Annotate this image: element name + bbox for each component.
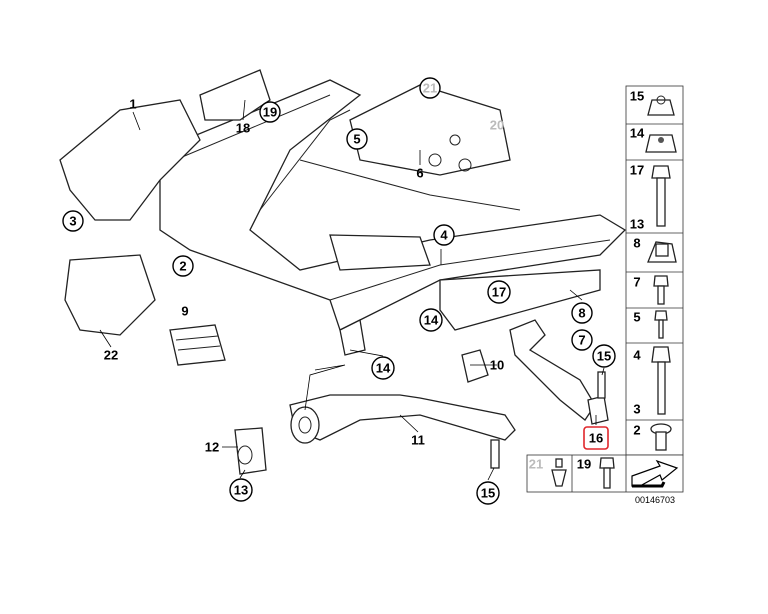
svg-text:9: 9 [181, 304, 188, 319]
svg-text:12: 12 [205, 440, 219, 455]
callout-14[interactable]: 14 [419, 308, 443, 332]
svg-text:4: 4 [633, 348, 641, 363]
callout-2[interactable]: 2 [172, 255, 194, 277]
svg-text:6: 6 [416, 166, 423, 181]
callout-20[interactable]: 20 [490, 118, 504, 133]
callout-1[interactable]: 1 [129, 97, 136, 112]
direction-arrow-icon [631, 459, 679, 488]
svg-text:22: 22 [104, 348, 118, 363]
svg-text:1: 1 [129, 97, 136, 112]
callout-12[interactable]: 12 [205, 440, 219, 455]
callout-16-highlighted[interactable]: 16 [583, 426, 609, 450]
svg-text:14: 14 [630, 126, 645, 141]
callout-21[interactable]: 21 [419, 77, 441, 99]
svg-text:4: 4 [440, 228, 448, 243]
svg-text:7: 7 [633, 275, 640, 290]
sleeve-icon[interactable]: 2 [633, 423, 672, 451]
svg-text:18: 18 [236, 121, 250, 136]
svg-text:20: 20 [490, 118, 504, 133]
callout-6[interactable]: 6 [416, 166, 423, 181]
svg-text:5: 5 [353, 132, 360, 147]
callout-9[interactable]: 9 [181, 304, 188, 319]
svg-text:15: 15 [597, 349, 611, 364]
long-bolt-icon[interactable]: 43 [633, 346, 671, 417]
callout-11[interactable]: 11 [411, 433, 425, 448]
svg-text:14: 14 [376, 361, 391, 376]
callout-13[interactable]: 13 [229, 478, 253, 502]
leader-lines [99, 99, 605, 481]
svg-text:7: 7 [578, 333, 585, 348]
callout-4[interactable]: 4 [433, 224, 455, 246]
callout-7[interactable]: 7 [571, 329, 593, 351]
svg-text:14: 14 [424, 313, 439, 328]
svg-text:3: 3 [69, 214, 76, 229]
svg-text:13: 13 [234, 483, 248, 498]
svg-text:11: 11 [411, 433, 425, 448]
svg-text:19: 19 [263, 105, 277, 120]
svg-text:3: 3 [633, 402, 640, 417]
callout-3[interactable]: 3 [62, 210, 84, 232]
svg-text:2: 2 [179, 259, 186, 274]
svg-text:16: 16 [589, 431, 603, 446]
svg-text:15: 15 [481, 486, 495, 501]
svg-text:19: 19 [577, 457, 591, 472]
svg-text:2: 2 [633, 423, 640, 438]
small-bolt-icon[interactable]: 5 [633, 310, 668, 339]
callout-22[interactable]: 22 [104, 348, 118, 363]
svg-text:21: 21 [529, 457, 543, 472]
callout-18[interactable]: 18 [236, 121, 250, 136]
bolt-icon[interactable]: 7 [633, 275, 669, 305]
svg-text:15: 15 [630, 89, 644, 104]
svg-text:17: 17 [630, 163, 644, 178]
svg-text:5: 5 [633, 310, 640, 325]
callout-15[interactable]: 15 [592, 344, 616, 368]
svg-text:8: 8 [578, 306, 585, 321]
callout-5[interactable]: 5 [346, 128, 368, 150]
callout-8[interactable]: 8 [571, 302, 593, 324]
callout-15[interactable]: 15 [476, 481, 500, 505]
callout-14[interactable]: 14 [371, 356, 395, 380]
lock-nut-icon[interactable]: 14 [630, 126, 677, 153]
diagram-code: 00146703 [635, 495, 675, 505]
callout-19[interactable]: 19 [259, 101, 281, 123]
subframe-drawing [59, 69, 627, 475]
bottom-panel: 21 19 [526, 454, 684, 493]
svg-text:17: 17 [492, 285, 506, 300]
callouts: 1 19 18 21 20 5 6 3 2 4 17 14 8 7 15 9 2… [62, 77, 616, 505]
svg-text:10: 10 [490, 358, 504, 373]
cage-nut-icon[interactable]: 8 [633, 236, 677, 263]
nut-icon[interactable]: 15 [630, 89, 675, 116]
svg-text:21: 21 [423, 81, 437, 96]
callout-17[interactable]: 17 [487, 280, 511, 304]
callout-10[interactable]: 10 [490, 358, 504, 373]
svg-text:13: 13 [630, 217, 644, 232]
short-bolt-icon[interactable]: 19 [577, 457, 615, 489]
clip-icon[interactable]: 21 [529, 457, 567, 487]
svg-text:8: 8 [633, 236, 640, 251]
